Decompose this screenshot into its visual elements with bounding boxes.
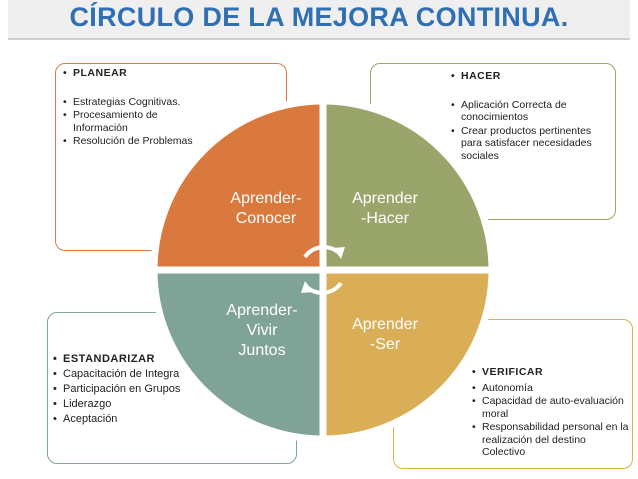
planear-list: PLANEAR Estrategias Cognitivas. Procesam… bbox=[63, 67, 203, 149]
page-title: CÍRCULO DE LA MEJORA CONTINUA. bbox=[69, 2, 569, 32]
title-band bbox=[8, 0, 630, 40]
estandarizar-heading: ESTANDARIZAR bbox=[53, 352, 193, 366]
list-item: Autonomía bbox=[472, 382, 630, 395]
list-item: Procesamiento de Información bbox=[63, 109, 203, 134]
list-item: Crear productos pertinentes para satisfa… bbox=[451, 125, 611, 163]
label-aprender-ser: Aprender -Ser bbox=[352, 316, 418, 353]
quadrant-bottom-right bbox=[319, 266, 496, 443]
list-item: Aplicación Correcta de conocimientos bbox=[451, 99, 611, 124]
list-item: Estrategias Cognitivas. bbox=[63, 96, 203, 109]
verificar-heading: VERIFICAR bbox=[472, 366, 630, 379]
estandarizar-list: ESTANDARIZAR Capacitación de Integra Par… bbox=[53, 352, 193, 427]
cycle-arrowheads-icon bbox=[301, 247, 345, 293]
list-item: Aceptación bbox=[53, 412, 193, 426]
planear-heading: PLANEAR bbox=[63, 67, 203, 80]
quadrant-top-right bbox=[319, 97, 496, 274]
list-item: Capacidad de auto-evaluación moral bbox=[472, 395, 630, 420]
list-item: Resolución de Problemas bbox=[63, 135, 203, 148]
list-item: Responsabilidad personal en la realizaci… bbox=[472, 421, 630, 459]
list-item: Participación en Grupos bbox=[53, 382, 193, 396]
hacer-list: HACER Aplicación Correcta de conocimient… bbox=[451, 70, 611, 163]
list-item: Liderazgo bbox=[53, 397, 193, 411]
quadrant-bottom-left bbox=[150, 266, 327, 443]
hacer-heading: HACER bbox=[451, 70, 611, 83]
label-aprender-hacer: Aprender -Hacer bbox=[352, 190, 418, 227]
quadrant-top-left bbox=[150, 97, 327, 274]
verificar-list: VERIFICAR Autonomía Capacidad de auto-ev… bbox=[472, 366, 630, 460]
list-item: Capacitación de Integra bbox=[53, 367, 193, 381]
label-aprender-conocer: Aprender- Conocer bbox=[230, 190, 302, 227]
label-aprender-vivir-juntos: Aprender- Vivir Juntos bbox=[226, 302, 298, 359]
